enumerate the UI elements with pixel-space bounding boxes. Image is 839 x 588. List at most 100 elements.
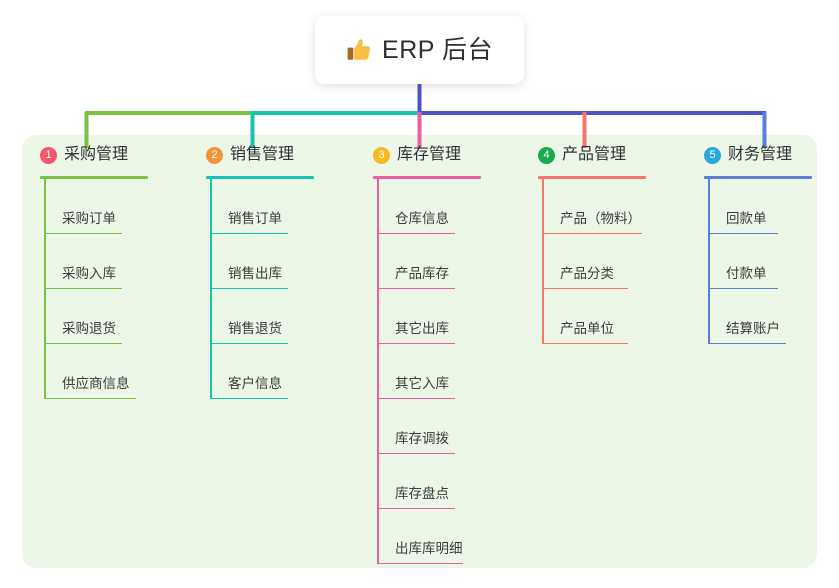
branch-underline: [704, 176, 812, 179]
branch-item[interactable]: 销售退货: [206, 289, 356, 344]
branch-title: 财务管理: [728, 146, 793, 163]
branch-item-label: 客户信息: [228, 375, 282, 391]
branch-item-list: 仓库信息产品库存其它出库其它入库库存调拨库存盘点出库库明细: [373, 179, 523, 564]
branch-item-underline: [708, 342, 786, 344]
branch-item-underline: [44, 397, 136, 399]
branch-column-purchasing: 1 采购管理 采购订单采购入库采购退货供应商信息: [40, 143, 190, 399]
branch-item[interactable]: 采购订单: [40, 179, 190, 234]
branch-spine: [708, 179, 710, 344]
branch-title: 库存管理: [397, 146, 462, 163]
diagram-background-panel: [22, 135, 817, 568]
branch-item-underline: [377, 397, 455, 399]
branch-item[interactable]: 结算账户: [704, 289, 839, 344]
branch-item[interactable]: 供应商信息: [40, 344, 190, 399]
branch-item-label: 销售订单: [228, 210, 282, 226]
branch-column-inventory: 3 库存管理 仓库信息产品库存其它出库其它入库库存调拨库存盘点出库库明细: [373, 143, 523, 564]
branch-item-label: 产品库存: [395, 265, 449, 281]
branch-header[interactable]: 2 销售管理: [206, 143, 356, 167]
branch-item-label: 回款单: [726, 210, 767, 226]
branch-item-label: 采购订单: [62, 210, 116, 226]
branch-item[interactable]: 客户信息: [206, 344, 356, 399]
branch-badge: 2: [206, 146, 223, 164]
branch-item[interactable]: 回款单: [704, 179, 839, 234]
branch-column-sales: 2 销售管理 销售订单销售出库销售退货客户信息: [206, 143, 356, 399]
branch-header[interactable]: 4 产品管理: [538, 143, 698, 167]
branch-title: 产品管理: [562, 146, 627, 163]
branch-item-label: 供应商信息: [62, 375, 130, 391]
branch-title: 销售管理: [230, 146, 295, 163]
branch-item-underline: [542, 287, 628, 289]
branch-item-underline: [210, 232, 288, 234]
branch-item-underline: [44, 287, 122, 289]
branch-item-label: 库存调拨: [395, 430, 449, 446]
branch-item-label: 仓库信息: [395, 210, 449, 226]
branch-underline: [538, 176, 646, 179]
branch-item-underline: [377, 232, 455, 234]
branch-column-product: 4 产品管理 产品（物料） 产品分类产品单位: [538, 143, 698, 344]
branch-item-underline: [210, 397, 288, 399]
root-node-card[interactable]: ERP 后台: [315, 16, 524, 84]
branch-item-underline: [377, 562, 463, 564]
branch-item-label: 产品单位: [560, 320, 614, 336]
branch-item-underline: [377, 507, 455, 509]
branch-item-label: 产品分类: [560, 265, 614, 281]
thumbs-up-icon: [347, 39, 370, 60]
branch-item[interactable]: 产品（物料）: [538, 179, 698, 234]
branch-badge: 4: [538, 146, 555, 164]
branch-item-label: 库存盘点: [395, 485, 449, 501]
branch-item-label: 其它出库: [395, 320, 449, 336]
branch-badge: 5: [704, 146, 721, 164]
branch-item-label: 采购退货: [62, 320, 116, 336]
branch-badge: 3: [373, 146, 390, 164]
branch-item[interactable]: 采购入库: [40, 234, 190, 289]
branch-item-label: 出库库明细: [395, 540, 463, 556]
branch-item[interactable]: 采购退货: [40, 289, 190, 344]
branch-item[interactable]: 销售出库: [206, 234, 356, 289]
branch-item-label: 付款单: [726, 265, 767, 281]
branch-underline: [373, 176, 481, 179]
branch-item-underline: [210, 287, 288, 289]
branch-badge: 1: [40, 146, 57, 164]
branch-item-list: 采购订单采购入库采购退货供应商信息: [40, 179, 190, 399]
branch-item-underline: [377, 452, 455, 454]
branch-item-label: 产品（物料）: [560, 210, 641, 226]
branch-item-underline: [708, 232, 778, 234]
branch-header[interactable]: 1 采购管理: [40, 143, 190, 167]
branch-item-label: 销售出库: [228, 265, 282, 281]
branch-underline: [206, 176, 314, 179]
branch-item-label: 采购入库: [62, 265, 116, 281]
branch-item-underline: [708, 287, 778, 289]
branch-item[interactable]: 销售订单: [206, 179, 356, 234]
branch-item-list: 产品（物料） 产品分类产品单位: [538, 179, 698, 344]
branch-item[interactable]: 产品单位: [538, 289, 698, 344]
branch-item[interactable]: 仓库信息: [373, 179, 523, 234]
branch-item-list: 回款单付款单结算账户: [704, 179, 839, 344]
branch-item-underline: [210, 342, 288, 344]
branch-item-underline: [44, 342, 122, 344]
branch-item-label: 结算账户: [726, 320, 780, 336]
branch-item[interactable]: 出库库明细: [373, 509, 523, 564]
branch-title: 采购管理: [64, 146, 129, 163]
branch-item[interactable]: 库存盘点: [373, 454, 523, 509]
branch-underline: [40, 176, 148, 179]
branch-item[interactable]: 其它出库: [373, 289, 523, 344]
branch-item[interactable]: 库存调拨: [373, 399, 523, 454]
branch-item-underline: [542, 232, 642, 234]
branch-spine: [542, 179, 544, 344]
branch-column-finance: 5 财务管理 回款单付款单结算账户: [704, 143, 839, 344]
branch-header[interactable]: 5 财务管理: [704, 143, 839, 167]
branch-item-underline: [377, 287, 455, 289]
branch-item[interactable]: 产品库存: [373, 234, 523, 289]
branch-item-underline: [377, 342, 455, 344]
branch-item-underline: [44, 232, 122, 234]
branch-item[interactable]: 产品分类: [538, 234, 698, 289]
branch-header[interactable]: 3 库存管理: [373, 143, 523, 167]
branch-item-label: 其它入库: [395, 375, 449, 391]
branch-item-label: 销售退货: [228, 320, 282, 336]
branch-spine: [377, 179, 379, 564]
branch-spine: [44, 179, 46, 399]
branch-spine: [210, 179, 212, 399]
branch-item[interactable]: 付款单: [704, 234, 839, 289]
branch-item[interactable]: 其它入库: [373, 344, 523, 399]
root-node-title: ERP 后台: [382, 35, 493, 64]
